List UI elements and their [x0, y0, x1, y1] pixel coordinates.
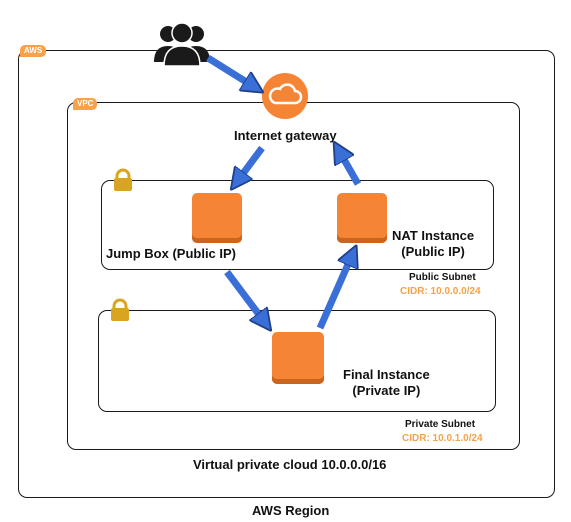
private-subnet-cidr: CIDR: 10.0.1.0/24: [402, 433, 483, 444]
aws-tag: AWS: [20, 45, 47, 57]
nat-instance-line1: NAT Instance: [392, 228, 475, 243]
aws-region-label: AWS Region: [252, 503, 330, 518]
nat-instance-icon: [337, 193, 387, 243]
final-instance-label: Final Instance (Private IP): [343, 367, 430, 399]
vpc-label: Virtual private cloud 10.0.0.0/16: [193, 457, 387, 472]
final-instance-icon: [272, 332, 324, 384]
jump-box-label: Jump Box (Public IP): [106, 246, 237, 261]
internet-gateway-icon: [262, 73, 308, 119]
arrow-jumpbox-to-final: [224, 269, 266, 324]
arrow-gateway-to-jumpbox: [236, 145, 265, 183]
public-subnet-cidr: CIDR: 10.0.0.0/24: [400, 286, 481, 297]
aws-region-box: [18, 50, 555, 498]
public-subnet-box: [101, 180, 494, 270]
arrow-final-to-nat: [316, 253, 353, 330]
lock-icon: [114, 168, 132, 191]
public-subnet-name: Public Subnet: [409, 272, 476, 283]
vpc-tag: VPC: [73, 98, 98, 110]
jump-box-instance-icon: [192, 193, 242, 243]
final-instance-line1: Final Instance: [343, 367, 430, 382]
lock-icon: [111, 298, 129, 321]
arrow-users-to-gateway: [206, 55, 256, 88]
private-subnet-name: Private Subnet: [405, 419, 476, 430]
arrow-nat-to-gateway: [338, 149, 362, 186]
nat-instance-label: NAT Instance (Public IP): [392, 228, 474, 260]
final-instance-line2: (Private IP): [352, 383, 421, 398]
users-icon: [154, 22, 210, 66]
nat-instance-line2: (Public IP): [401, 244, 465, 259]
private-subnet-box: [98, 310, 496, 412]
internet-gateway-label: Internet gateway: [234, 128, 337, 143]
